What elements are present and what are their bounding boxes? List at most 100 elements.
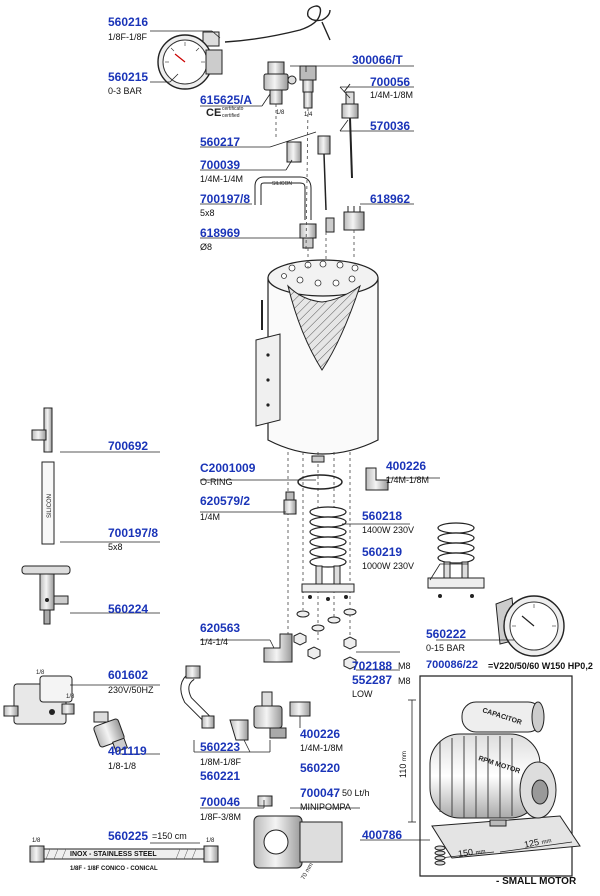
silicon-text: SILICON [47, 494, 53, 518]
part-code[interactable]: 700692 [108, 439, 149, 453]
part-desc: 0-15 BAR [426, 643, 466, 653]
part-desc: 230V/50HZ [108, 685, 154, 695]
part-code[interactable]: 618962 [370, 192, 411, 206]
heating-element-1400w [301, 506, 355, 601]
boiler-tank [255, 259, 379, 455]
part-code[interactable]: 700056 [370, 75, 411, 89]
elbow-620563 [263, 633, 293, 663]
part-code[interactable]: 560223 [200, 740, 241, 754]
heating-terminals [325, 206, 365, 233]
part-code[interactable]: 560219 [362, 545, 403, 559]
anti-vacuum-valve [299, 65, 317, 109]
part-code[interactable]: 560224 [108, 602, 149, 616]
part-desc: 1/4-1/4 [200, 637, 229, 647]
part-code[interactable]: C2001009 [200, 461, 256, 475]
part-desc: Ø8 [200, 242, 213, 252]
part-code[interactable]: 601602 [108, 668, 149, 682]
leader-lines [60, 30, 514, 844]
part-code[interactable]: 560222 [426, 627, 467, 641]
probe-holder [21, 565, 71, 625]
part-desc: MINIPOMPA [300, 802, 351, 812]
spring-part [434, 845, 446, 866]
hose-note-text: 1/8F - 1/8F CONICO - CONICAL [70, 866, 158, 872]
part-code[interactable]: 560220 [300, 761, 341, 775]
motor-height-dim: 110 mm [398, 751, 408, 778]
part-code[interactable]: 620579/2 [200, 494, 251, 508]
elbow-400226-top [365, 467, 389, 491]
part-desc: 5x8 [108, 542, 123, 552]
safety-valve [263, 61, 297, 105]
elbow-fitting [286, 135, 331, 211]
part-code[interactable]: 560218 [362, 509, 403, 523]
pump-fittings [229, 691, 311, 741]
part-code[interactable]: 618969 [200, 226, 241, 240]
part-desc: 50 Lt/h [342, 788, 370, 798]
part-desc: =150 cm [152, 831, 187, 841]
part-code[interactable]: 560215 [108, 70, 149, 84]
part-desc: LOW [352, 689, 373, 699]
part-desc: 1/4M-1/8M [300, 743, 344, 753]
part-desc: 1/8F-3/8M [200, 812, 242, 822]
part-code[interactable]: 552287 [352, 673, 393, 687]
hose-end-left: 1/8 [32, 838, 41, 844]
fitting-tag: 1/4 [304, 112, 313, 118]
small-motor: CAPACITOR RPM MOTOR [429, 701, 581, 859]
part-desc: 1/4M-1/8M [370, 90, 414, 100]
steam-pipe [224, 5, 331, 43]
part-desc: M8 [398, 661, 411, 671]
o-ring [297, 474, 343, 490]
part-code[interactable]: 560216 [108, 15, 149, 29]
part-code[interactable]: 700046 [200, 795, 241, 809]
part-code[interactable]: 700039 [200, 158, 241, 172]
heating-element-1000w [427, 522, 485, 598]
part-desc: 1/4M-1/8M [386, 475, 430, 485]
valve-tag: 1/8 [66, 694, 75, 700]
part-code[interactable]: 615625/A [200, 93, 253, 107]
part-code[interactable]: 401119 [108, 744, 147, 758]
part-desc: 1/4M [200, 512, 221, 522]
pressure-gauge-large [495, 595, 565, 657]
motor-frame [419, 675, 573, 877]
svg-text:certificato: certificato [222, 106, 244, 112]
part-desc: M8 [398, 676, 411, 686]
pressure-gauge-small [157, 31, 223, 90]
part-code[interactable]: 300066/T [352, 53, 403, 67]
part-code[interactable]: 700197/8 [200, 192, 251, 206]
part-desc: O-RING [200, 477, 233, 487]
hose-end-right: 1/8 [206, 838, 215, 844]
part-code[interactable]: 700047 [300, 786, 341, 800]
silicon-text: SILICON [272, 181, 292, 187]
part-code[interactable]: 560221 [200, 769, 241, 783]
flex-pipe [180, 665, 215, 729]
part-code[interactable]: 570036 [370, 119, 411, 133]
part-code[interactable]: 560225 [108, 829, 149, 843]
part-code[interactable]: 702188 [352, 659, 393, 673]
part-code[interactable]: 620563 [200, 621, 241, 635]
part-code[interactable]: 400226 [386, 459, 427, 473]
plug-fitting [283, 491, 297, 515]
part-code[interactable]: 400786 [362, 828, 403, 842]
motor-spec: =V220/50/60 W150 HP0,2 [488, 661, 593, 671]
pump-dim-text: 70 mm [301, 862, 315, 881]
valve-tag: 1/8 [36, 670, 45, 676]
svg-text:CE: CE [206, 107, 221, 119]
connector-fitting [299, 223, 317, 249]
silicon-tube-left: SILICON [41, 461, 55, 545]
hose-band-text: INOX - STAINLESS STEEL [70, 851, 157, 858]
o-ring-cap [311, 455, 325, 463]
solenoid-valve: 1/8 1/8 [3, 670, 75, 725]
part-code[interactable]: 560217 [200, 135, 241, 149]
part-desc: 1/8-1/8 [108, 761, 137, 771]
part-desc: 1000W 230V [362, 561, 415, 571]
part-desc: 1400W 230V [362, 525, 415, 535]
motor-dimensions [408, 699, 573, 859]
part-desc: 1/4M-1/4M [200, 174, 244, 184]
silicon-hose-upper: SILICON [254, 176, 312, 220]
part-desc: 5x8 [200, 208, 215, 218]
part-code[interactable]: 700086/22 [426, 659, 478, 671]
part-desc: 1/8M-1/8F [200, 757, 242, 767]
check-valve [93, 711, 128, 753]
part-code[interactable]: 400226 [300, 727, 341, 741]
part-code[interactable]: 700197/8 [108, 526, 159, 540]
